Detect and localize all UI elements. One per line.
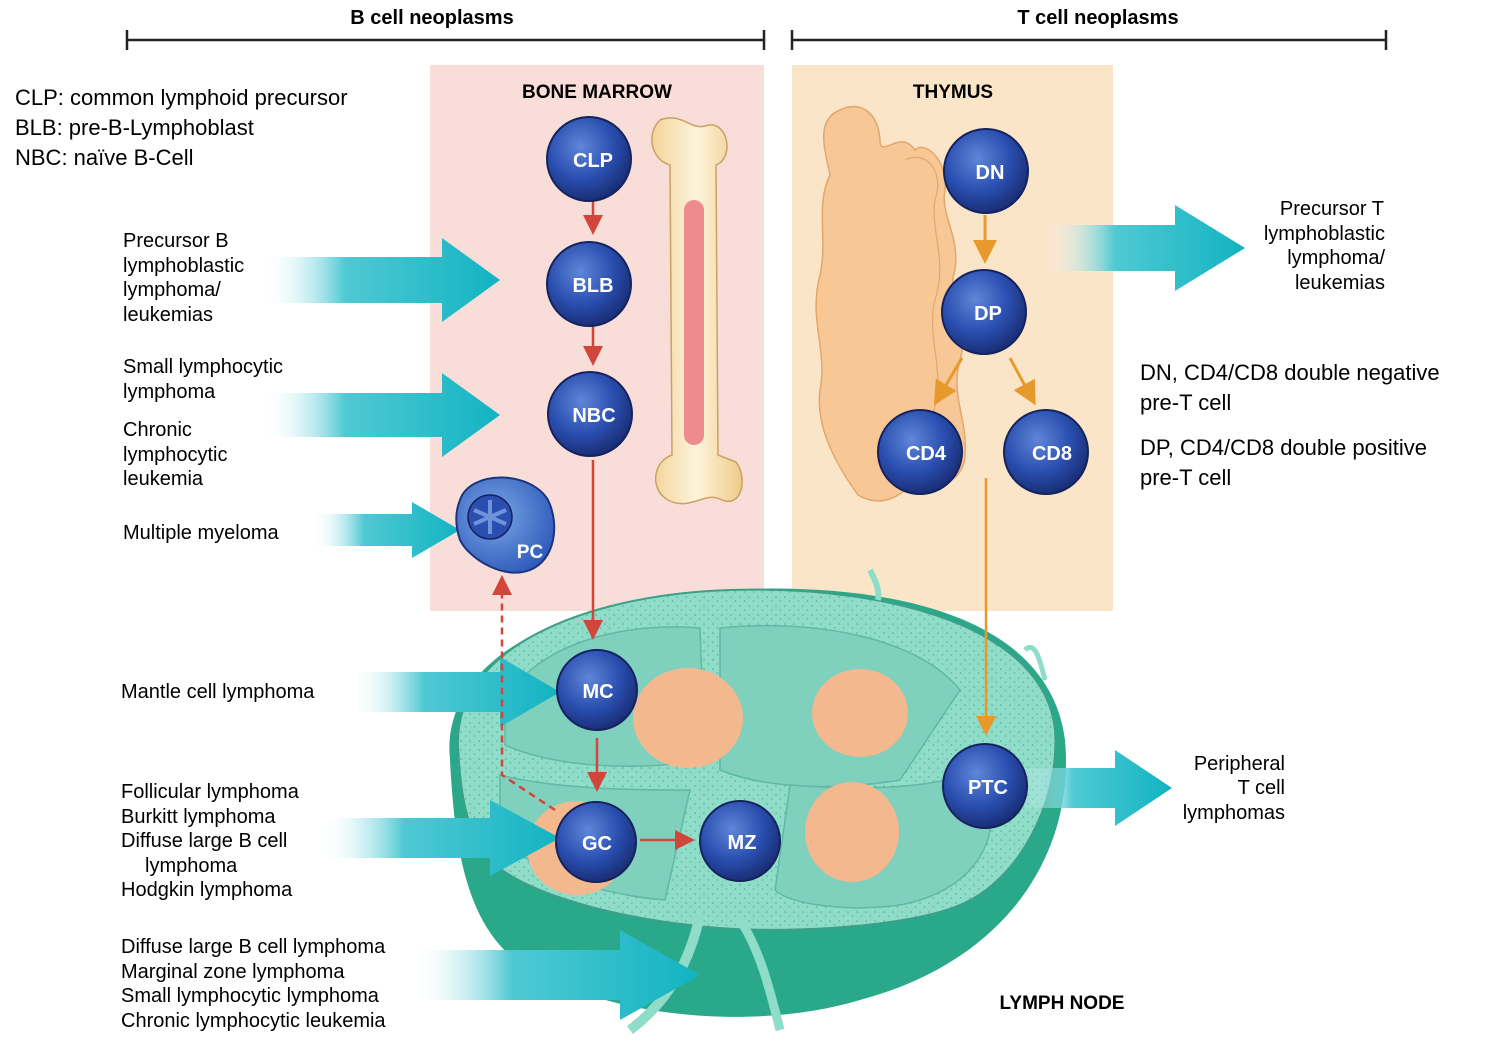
bone-marrow-label: BONE MARROW [522,82,672,103]
precursor-t-arrow [1045,205,1245,291]
t-cell-header-label: T cell neoplasms [1017,7,1178,29]
cell-dn: DN [943,128,1029,214]
cell-gc-label: GC [582,833,612,855]
legend-line: NBC: naïve B-Cell [15,145,194,170]
b-cell-header-label: B cell neoplasms [350,7,513,29]
follicular-label: lymphoma [145,855,238,877]
cell-cd4: CD4 [877,409,963,495]
precursor-b-label: leukemias [123,304,213,326]
follicular-label: Diffuse large B cell [121,830,287,852]
t-cell-header: T cell neoplasms [790,7,1388,50]
precursor-t-label: leukemias [1295,272,1385,294]
precursor-b-label: lymphoma/ [123,279,221,301]
marginal-label: Small lymphocytic lymphoma [121,985,380,1007]
follicle [633,668,743,768]
legend-line: pre-T cell [1140,465,1231,490]
legend-line: CLP: common lymphoid precursor [15,85,348,110]
cell-cd8-label: CD8 [1032,443,1072,465]
cell-blb: BLB [546,241,632,327]
b-cell-header: B cell neoplasms [125,7,766,50]
legend-line: DN, CD4/CD8 double negative [1140,360,1440,385]
peripheral-t-arrow [1020,750,1172,826]
cell-mz: MZ [699,800,781,882]
myeloma-label: Multiple myeloma [123,522,279,544]
precursor-b-label: lymphoblastic [123,255,244,277]
follicular-label: Follicular lymphoma [121,781,300,803]
neoplasm-labels: Precursor B lymphoblastic lymphoma/ leuk… [121,230,386,1032]
follicular-label: Burkitt lymphoma [121,806,276,828]
cell-mc-label: MC [582,681,613,703]
cell-clp-label: CLP [573,150,613,172]
cell-dp-label: DP [974,303,1002,325]
cell-nbc-label: NBC [572,405,615,427]
marginal-label: Marginal zone lymphoma [121,961,345,983]
small-lymphocytic-arrow [262,373,500,457]
cell-ptc: PTC [942,743,1028,829]
t-cell-legend: DN, CD4/CD8 double negative pre-T cell D… [1140,360,1440,490]
precursor-t-label: lymphoma/ [1287,247,1385,269]
cell-ptc-label: PTC [968,777,1008,799]
cell-dn-label: DN [976,162,1005,184]
cell-pc-label: PC [517,542,544,563]
chronic-label: leukemia [123,468,204,490]
mantle-cell-label: Mantle cell lymphoma [121,681,315,703]
precursor-b-label: Precursor B [123,230,229,252]
chronic-label: Chronic [123,419,192,441]
lymph-node-label: LYMPH NODE [1000,993,1125,1014]
mantle-cell-arrow [350,657,560,727]
cell-clp: CLP [546,116,632,202]
follicular-arrow [320,800,560,876]
small-lymphocytic-label: Small lymphocytic [123,356,283,378]
cell-pc: PC [455,476,556,574]
cell-dp: DP [941,269,1027,355]
cell-gc: GC [555,801,637,883]
follicle [812,669,908,757]
chronic-label: lymphocytic [123,444,227,466]
cell-mc: MC [556,649,638,731]
peripheral-t-label: Peripheral [1194,753,1285,775]
cell-nbc: NBC [547,371,633,457]
thymus-label: THYMUS [913,82,993,103]
cell-cd8: CD8 [1003,409,1089,495]
legend-line: BLB: pre-B-Lymphoblast [15,115,254,140]
cell-cd4-label: CD4 [906,443,947,465]
small-lymphocytic-label: lymphoma [123,381,216,403]
b-cell-legend: CLP: common lymphoid precursor BLB: pre-… [15,85,348,170]
bone-illustration [651,117,743,505]
follicle [805,782,899,882]
multiple-myeloma-arrow [312,502,460,558]
cell-mz-label: MZ [728,832,757,854]
marginal-label: Chronic lymphocytic leukemia [121,1010,386,1032]
precursor-t-label: Precursor T [1280,198,1384,220]
peripheral-t-label: T cell [1238,777,1285,799]
follicular-label: Hodgkin lymphoma [121,879,293,901]
precursor-b-arrow [262,238,500,322]
marginal-label: Diffuse large B cell lymphoma [121,936,386,958]
t-neoplasm-labels: Precursor T lymphoblastic lymphoma/ leuk… [1183,198,1386,824]
marginal-zone-arrow [410,930,700,1020]
precursor-t-label: lymphoblastic [1264,223,1385,245]
peripheral-t-label: lymphomas [1183,802,1285,824]
legend-line: pre-T cell [1140,390,1231,415]
legend-line: DP, CD4/CD8 double positive [1140,435,1427,460]
cell-blb-label: BLB [572,275,613,297]
thymus-illustration [815,105,967,502]
